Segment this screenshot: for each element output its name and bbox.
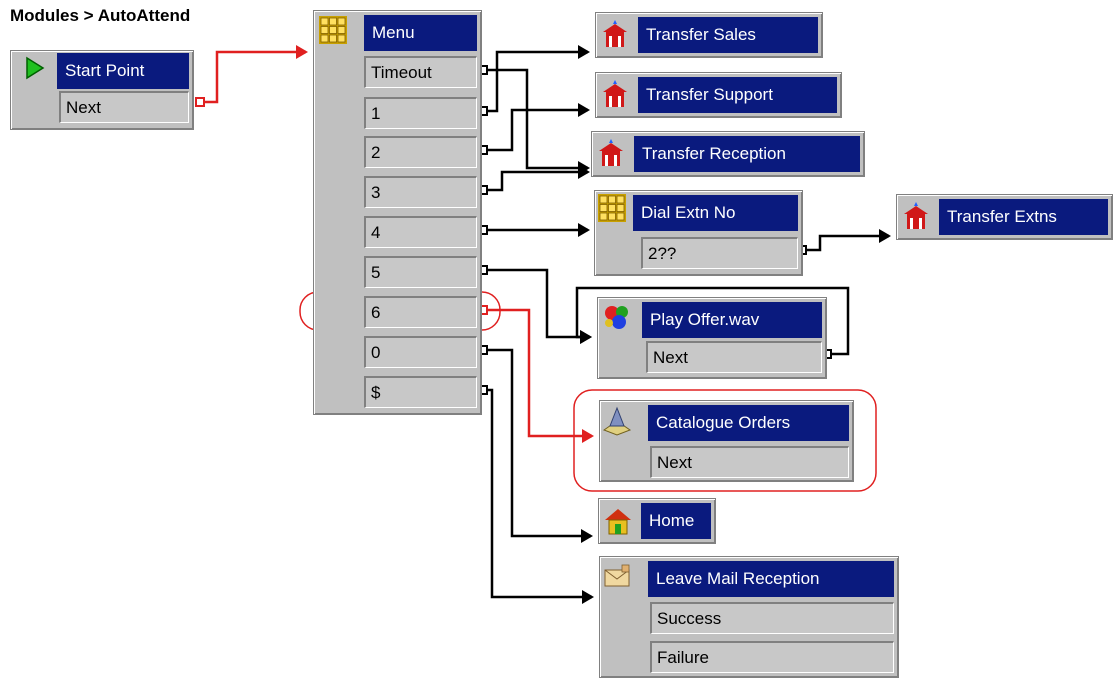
- menu-grid-icon: [318, 15, 348, 45]
- wire-5-to-play-offer-arrow: [580, 330, 592, 344]
- transfer-building-icon: [600, 80, 630, 110]
- wire-dollar-to-leave-mail: [487, 388, 592, 599]
- port-0[interactable]: 0: [364, 336, 477, 368]
- menu-grid-icon: [597, 193, 627, 223]
- transfer-building-icon: [596, 139, 626, 169]
- port-4[interactable]: 4: [364, 216, 477, 248]
- wire-timeout-to-transfer-reception: [487, 68, 588, 170]
- home-icon: [603, 506, 633, 536]
- wire-dial-extn-to-transfer-extns-arrow: [879, 229, 891, 243]
- node-title: Dial Extn No: [633, 195, 798, 231]
- wire-start-next-to-menu: [200, 50, 306, 104]
- node-dial-extn-no[interactable]: Dial Extn No 2??: [594, 190, 803, 276]
- wire-3-to-transfer-reception: [487, 170, 588, 192]
- wire-dollar-to-leave-mail-arrow: [582, 590, 594, 604]
- transfer-building-icon: [901, 202, 931, 232]
- port-next[interactable]: Next: [646, 341, 822, 373]
- node-title: Transfer Extns: [939, 199, 1108, 235]
- port-next[interactable]: Next: [650, 446, 849, 478]
- port-next[interactable]: Next: [59, 91, 189, 123]
- wire-2-to-transfer-support: [487, 108, 588, 152]
- wire-0-to-home: [487, 348, 591, 538]
- play-triangle-icon: [19, 53, 49, 83]
- port-failure[interactable]: Failure: [650, 641, 894, 673]
- wire-start-next-to-menu-arrow: [296, 45, 308, 59]
- node-title: Catalogue Orders: [648, 405, 849, 441]
- breadcrumb: Modules > AutoAttend: [10, 6, 191, 25]
- wire-6-to-catalogue-orders: [487, 308, 592, 438]
- play-media-icon: [602, 302, 632, 332]
- catalogue-pyramid-icon: [602, 406, 632, 436]
- port-2qq[interactable]: 2??: [641, 237, 798, 269]
- port-dollar[interactable]: $: [364, 376, 477, 408]
- wire-0-to-home-arrow: [581, 529, 593, 543]
- node-title: Home: [641, 503, 711, 539]
- wire-5-to-play-offer: [487, 268, 590, 339]
- wire-1-to-transfer-sales-arrow: [578, 45, 590, 59]
- leave-mail-icon: [602, 562, 632, 592]
- wire-play-offer-loop-arrow: [580, 330, 592, 344]
- port-2[interactable]: 2: [364, 136, 477, 168]
- node-title: Start Point: [57, 53, 189, 89]
- wire-6-to-catalogue-orders-arrow: [582, 429, 594, 443]
- node-start-point[interactable]: Start Point Next: [10, 50, 194, 130]
- node-menu[interactable]: Menu Timeout 1 2 3 4 5 6 0 $: [313, 10, 482, 415]
- wire-3-to-transfer-reception-arrow: [578, 165, 590, 179]
- port-connector-start-next: [195, 97, 205, 107]
- node-title: Transfer Sales: [638, 17, 818, 53]
- node-title: Play Offer.wav: [642, 302, 822, 338]
- node-transfer-reception[interactable]: Transfer Reception: [591, 131, 865, 177]
- port-timeout[interactable]: Timeout: [364, 56, 477, 88]
- node-title: Leave Mail Reception: [648, 561, 894, 597]
- wire-timeout-to-transfer-reception-arrow: [578, 161, 590, 175]
- node-play-offer[interactable]: Play Offer.wav Next: [597, 297, 827, 379]
- wire-dial-extn-to-transfer-extns: [806, 234, 889, 252]
- node-title: Transfer Support: [638, 77, 837, 113]
- node-transfer-support[interactable]: Transfer Support: [595, 72, 842, 118]
- node-leave-mail-reception[interactable]: Leave Mail Reception Success Failure: [599, 556, 899, 678]
- wire-2-to-transfer-support-arrow: [578, 103, 590, 117]
- port-1[interactable]: 1: [364, 97, 477, 129]
- port-3[interactable]: 3: [364, 176, 477, 208]
- port-6[interactable]: 6: [364, 296, 477, 328]
- transfer-building-icon: [600, 20, 630, 50]
- port-5[interactable]: 5: [364, 256, 477, 288]
- node-transfer-extns[interactable]: Transfer Extns: [896, 194, 1113, 240]
- node-catalogue-orders[interactable]: Catalogue Orders Next: [599, 400, 854, 482]
- node-home[interactable]: Home: [598, 498, 716, 544]
- node-transfer-sales[interactable]: Transfer Sales: [595, 12, 823, 58]
- port-success[interactable]: Success: [650, 602, 894, 634]
- wire-1-to-transfer-sales: [487, 50, 588, 113]
- wire-4-to-dial-extn-arrow: [578, 223, 590, 237]
- node-title: Transfer Reception: [634, 136, 860, 172]
- node-title: Menu: [364, 15, 477, 51]
